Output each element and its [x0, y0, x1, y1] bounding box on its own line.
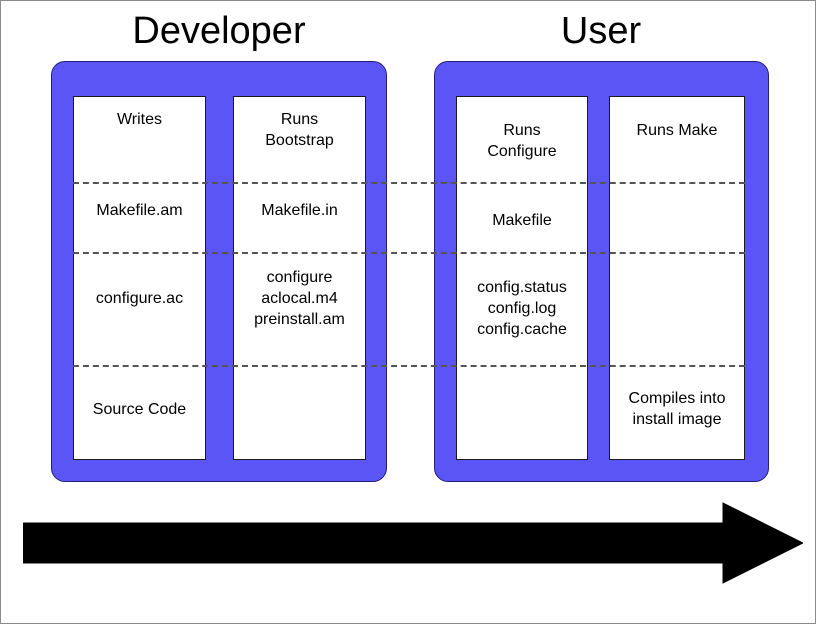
cell-developer-bootstrap-heading: Runs Bootstrap — [265, 111, 334, 149]
column-developer-writes — [73, 96, 206, 460]
panel-title-developer: Developer — [132, 10, 306, 52]
cell-user-configure-heading: Runs Configure — [487, 122, 557, 160]
cell-developer-bootstrap-makefile-in: Makefile.in — [261, 202, 338, 219]
stage-separator-3 — [73, 365, 745, 367]
cell-user-make-compiles: Compiles into install image — [628, 390, 726, 428]
cell-developer-writes-heading: Writes — [116, 111, 163, 128]
stage-separator-2 — [73, 252, 745, 254]
cell-developer-writes-makefile-am: Makefile.am — [96, 202, 183, 219]
cell-user-configure-makefile: Makefile — [492, 212, 552, 229]
cell-user-make-heading: Runs Make — [636, 122, 718, 139]
time-flow-arrow — [23, 502, 803, 584]
cell-user-configure-config-files: config.status config.log config.cache — [477, 279, 567, 338]
column-user-runs-configure — [456, 96, 588, 460]
cell-developer-writes-configure-ac: configure.ac — [95, 290, 184, 307]
panel-title-user: User — [560, 10, 642, 52]
cell-developer-bootstrap-generated-files: configure aclocal.m4 preinstall.am — [254, 269, 345, 328]
column-user-runs-make — [609, 96, 745, 460]
column-developer-runs-bootstrap — [233, 96, 366, 460]
stage-separator-1 — [73, 182, 745, 184]
cell-developer-writes-source-code: Source Code — [92, 401, 187, 418]
arrow-shape — [23, 502, 803, 584]
